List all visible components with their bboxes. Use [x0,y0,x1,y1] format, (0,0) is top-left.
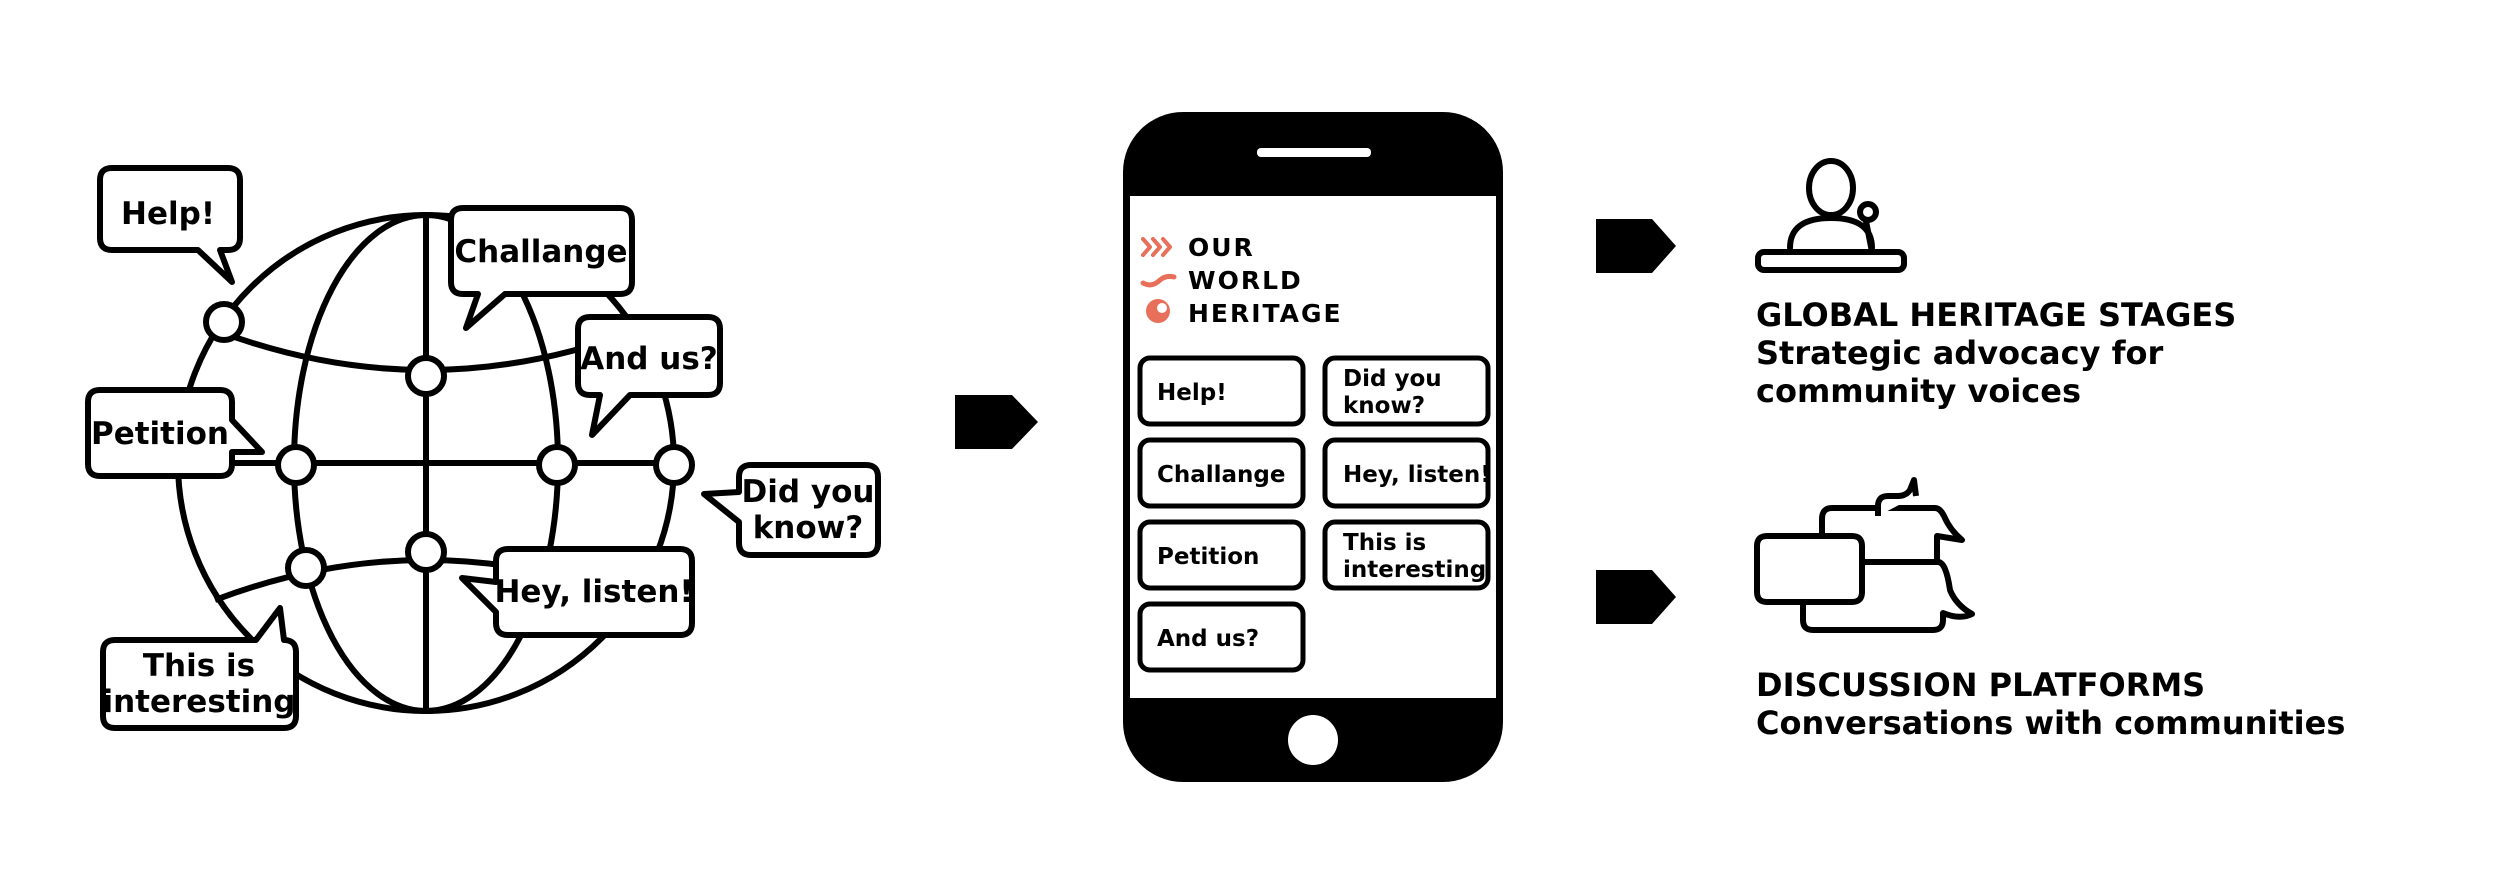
globe-nodes [203,301,695,589]
globe-node [653,444,695,486]
speech-bubble-hey-listen: Hey, listen! [459,546,695,638]
globe-node [405,531,447,573]
phone-button-and-us-label: And us? [1157,626,1259,652]
phone-button-interesting[interactable]: This is interesting [1322,519,1491,591]
phone-button-and-us[interactable]: And us? [1137,601,1306,673]
phone-button-petition-label: Petition [1157,544,1259,570]
caption-stages-line3: community voices [1756,372,2081,410]
brand-line-our: OUR [1188,233,1255,262]
phone-button-help-label: Help! [1157,380,1227,406]
phone-button-petition[interactable]: Petition [1137,519,1306,591]
phone-button-did-you-know[interactable]: Did you know? [1322,355,1491,427]
wave-icon [1140,273,1177,288]
phone-button-hey-listen[interactable]: Hey, listen! [1322,437,1491,509]
caption-platforms-title: DISCUSSION PLATFORMS [1756,666,2206,704]
phone-button-challange-label: Challange [1157,462,1286,488]
speech-bubble-petition-label: Petition [91,416,229,452]
brand-line-heritage: HERITAGE [1188,299,1343,328]
arrow-tag-icon [1596,219,1676,273]
caption-stages-title: GLOBAL HERITAGE STAGES [1756,296,2237,334]
spiral-icon [1146,299,1170,323]
speech-bubble-and-us: And us? [575,314,723,438]
speech-bubble-did-you-know-line1: Did you [742,474,875,510]
speech-bubble-interesting-line2: interesting [102,684,295,720]
phone-button-help[interactable]: Help! [1137,355,1306,427]
caption-discussion-platforms: DISCUSSION PLATFORMS Conversations with … [1756,666,2456,742]
phone-speaker [1257,148,1371,157]
globe-node [275,444,317,486]
phone-button-did-you-know-line2: know? [1343,393,1425,419]
speech-bubble-challange-label: Challange [454,234,627,270]
globe-node [536,444,578,486]
phone-home-button[interactable] [1288,715,1338,765]
phone-button-hey-listen-label: Hey, listen! [1343,462,1491,488]
phone-button-interesting-line1: This is [1343,530,1426,556]
arrow-tag-icon [1596,570,1676,624]
caption-platforms-line2: Conversations with communities [1756,704,2346,742]
app-brand-logo: OUR WORLD HERITAGE [1140,233,1343,328]
speech-bubble-interesting: This is interesting [100,605,299,731]
globe-node [405,355,447,397]
speech-bubble-challange: Challange [448,205,635,331]
phone-button-interesting-line2: interesting [1343,557,1486,583]
brand-line-world: WORLD [1188,266,1303,295]
speech-bubble-did-you-know-line2: know? [753,510,864,546]
phone-button-challange[interactable]: Challange [1137,437,1306,509]
speech-bubble-help: Help! [97,165,243,285]
speech-bubble-petition: Petition [85,387,265,479]
speech-bubble-help-label: Help! [121,196,215,232]
speech-bubble-hey-listen-label: Hey, listen! [494,574,693,610]
arrow-tag-icon [955,395,1038,449]
speaker-podium-icon [1755,158,1907,273]
chat-bubbles-icon [1754,477,1975,633]
globe-node [285,547,327,589]
globe-node [203,301,245,343]
caption-stages-line2: Strategic advocacy for [1756,334,2164,372]
caption-global-heritage-stages: GLOBAL HERITAGE STAGES Strategic advocac… [1756,296,2456,410]
phone-button-did-you-know-line1: Did you [1343,366,1442,392]
speech-bubble-interesting-line1: This is [143,648,255,684]
speech-bubble-and-us-label: And us? [580,341,718,377]
speech-bubble-did-you-know: Did you know? [701,462,881,558]
chevrons-icon [1141,237,1172,257]
